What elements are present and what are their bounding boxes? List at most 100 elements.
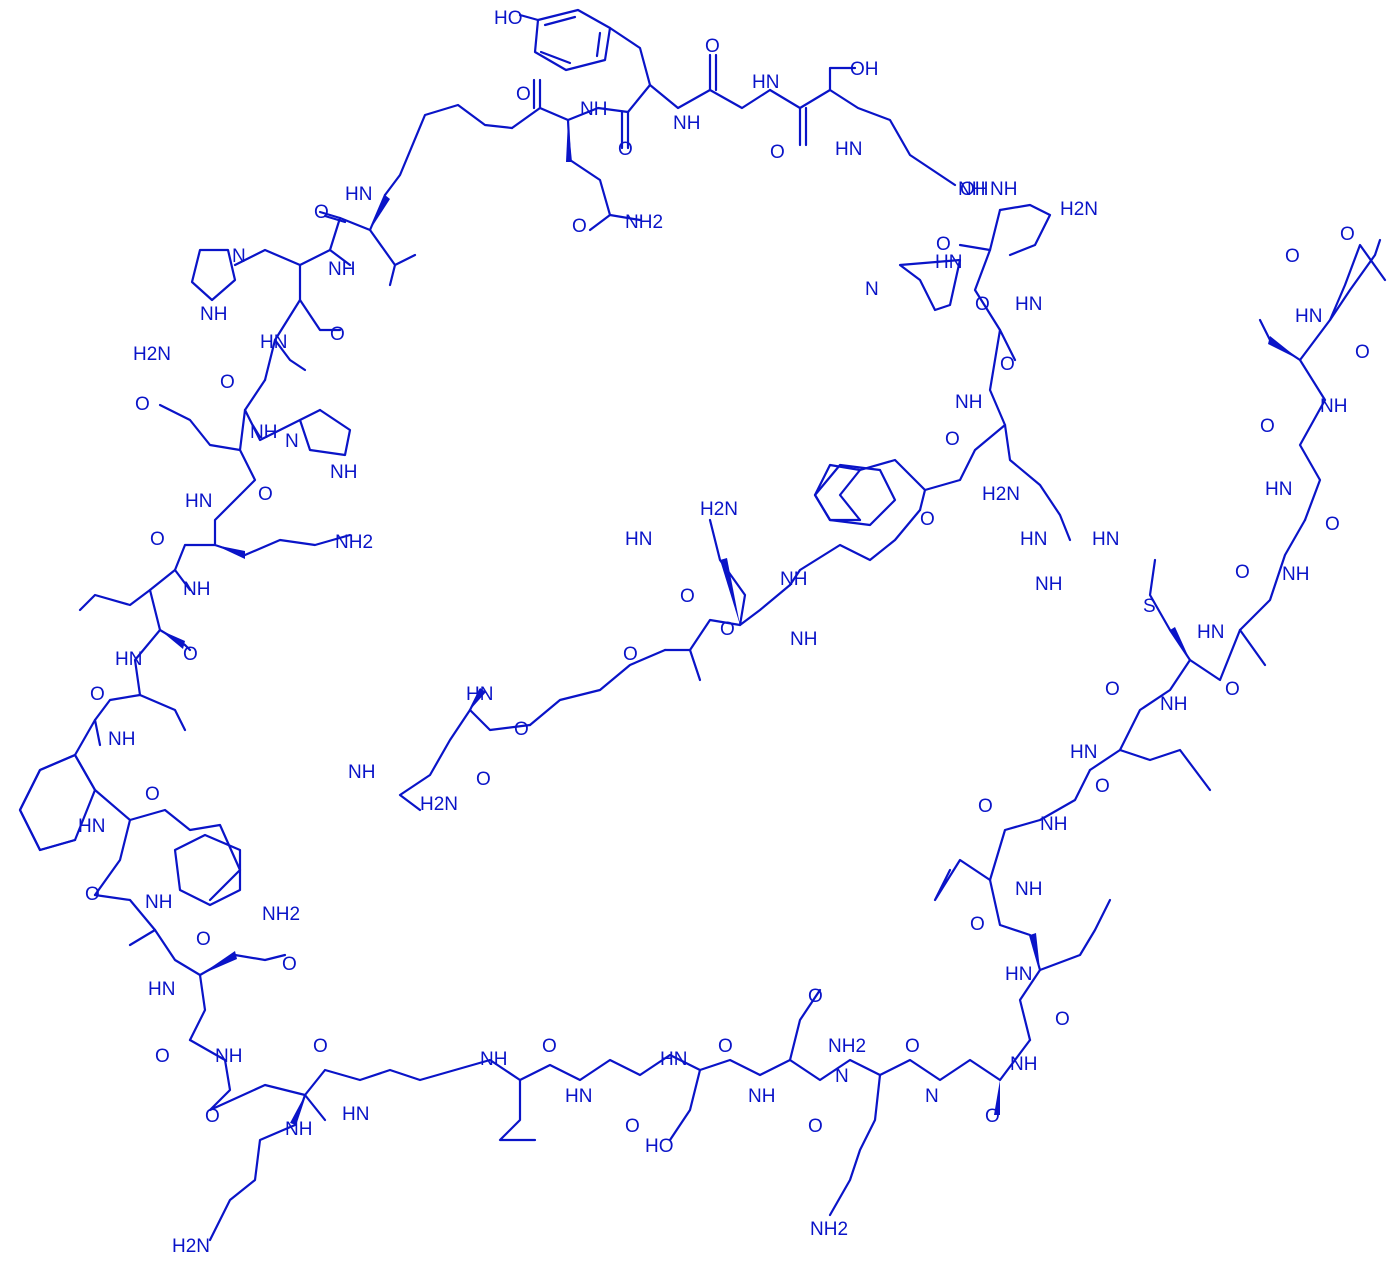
atom-label: O (572, 216, 587, 237)
atom-label: O (920, 509, 935, 530)
atom-label: HN (342, 1104, 369, 1125)
atom-label: NH (328, 259, 355, 280)
atom-label: HN (185, 491, 212, 512)
atom-label: O (1260, 416, 1275, 437)
atom-label: HN (115, 649, 142, 670)
atom-label: O (516, 84, 531, 105)
atom-label: N (865, 279, 879, 300)
atom-label: HN (1020, 529, 1047, 550)
atom-label: H2N (1060, 199, 1098, 220)
atom-label: O (978, 796, 993, 817)
atom-label: O (330, 324, 345, 345)
atom-label: NH (330, 462, 357, 483)
atom-label: O (1340, 224, 1355, 245)
atom-label: O (623, 644, 638, 665)
atom-label: O (1055, 1009, 1070, 1030)
atom-label: NH (108, 729, 135, 750)
atom-label: O (1285, 246, 1300, 267)
atom-label: HN (78, 816, 105, 837)
atom-label: O (258, 484, 273, 505)
atom-label: O (1325, 514, 1340, 535)
atom-label: O (145, 784, 160, 805)
atom-label: NH (1160, 694, 1187, 715)
atom-label: O (945, 429, 960, 450)
atom-label: OH (850, 59, 879, 80)
atom-label: HO (645, 1136, 674, 1157)
atom-label: O (205, 1106, 220, 1127)
atom-label: N (285, 431, 299, 452)
atom-label: NH (200, 304, 227, 325)
atom-label: N (232, 246, 246, 267)
atom-label: NH (1010, 1054, 1037, 1075)
atom-label: NH (215, 1046, 242, 1067)
atom-label: HN (1015, 294, 1042, 315)
bond-skeleton (18, 8, 1387, 1242)
atom-label: HN (1070, 742, 1097, 763)
atom-label: O (905, 1036, 920, 1057)
atom-label: NH2 (262, 904, 300, 925)
atom-label: NH (250, 422, 277, 443)
atom-label: HN (1197, 622, 1224, 643)
atom-label: NH (748, 1086, 775, 1107)
stereo-wedges (160, 120, 1300, 1125)
atom-label: H2N (982, 484, 1020, 505)
atom-label: HN (935, 252, 962, 273)
atom-label: NH (1282, 564, 1309, 585)
atom-label: NH (780, 569, 807, 590)
atom-label: NH (1015, 879, 1042, 900)
atom-label: H2N (700, 499, 738, 520)
atom-label: O (808, 1116, 823, 1137)
atom-label: O (1225, 679, 1240, 700)
atom-label: NH (580, 99, 607, 120)
atom-label: O (718, 1036, 733, 1057)
atom-label: HN (345, 184, 372, 205)
atom-label: N (925, 1086, 939, 1107)
atom-label: NH (285, 1119, 312, 1140)
atom-label: O (314, 202, 329, 223)
atom-label: O (970, 914, 985, 935)
atom-label: NH (955, 392, 982, 413)
atom-label: O (975, 294, 990, 315)
atom-label: O (90, 684, 105, 705)
atom-label: HO (494, 8, 523, 29)
atom-labels: HO OH NH HN HN NH NH O NH2 O O O O HN O … (78, 8, 1370, 1257)
atom-label: H2N (420, 794, 458, 815)
atom-label: HN (565, 1086, 592, 1107)
atom-label: O (135, 394, 150, 415)
atom-label: O (770, 142, 785, 163)
atom-label: NH (673, 113, 700, 134)
atom-label: O (196, 929, 211, 950)
atom-label: NH (990, 179, 1017, 200)
atom-label: HN (625, 529, 652, 550)
atom-label: NH (145, 892, 172, 913)
atom-label: H2N (172, 1236, 210, 1257)
atom-label: OH (960, 179, 989, 200)
atom-label: O (150, 529, 165, 550)
atom-label: NH2 (625, 212, 663, 233)
atom-label: NH (1320, 396, 1347, 417)
atom-label: O (936, 234, 951, 255)
atom-label: O (808, 986, 823, 1007)
atom-label: O (1355, 342, 1370, 363)
atom-label: HN (148, 979, 175, 1000)
atom-label: H2N (133, 344, 171, 365)
atom-label: O (542, 1036, 557, 1057)
atom-label: HN (752, 72, 779, 93)
atom-label: HN (260, 332, 287, 353)
atom-label: O (155, 1046, 170, 1067)
atom-label: NH (183, 579, 210, 600)
atom-label: O (514, 719, 529, 740)
atom-label: O (282, 954, 297, 975)
atom-label: NH (790, 629, 817, 650)
atom-label: O (720, 619, 735, 640)
atom-label: HN (1005, 964, 1032, 985)
atom-label: O (85, 884, 100, 905)
atom-label: NH2 (335, 532, 373, 553)
atom-label: O (313, 1036, 328, 1057)
atom-label: HN (1092, 529, 1119, 550)
atom-label: O (625, 1116, 640, 1137)
atom-label: O (1095, 776, 1110, 797)
atom-label: NH (480, 1049, 507, 1070)
